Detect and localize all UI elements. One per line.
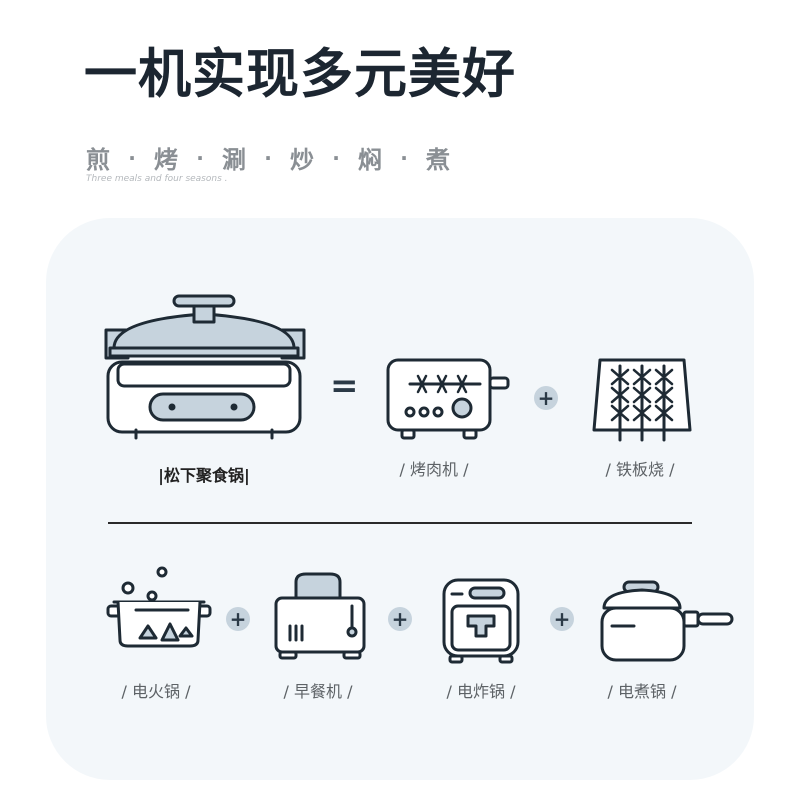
english-subtitle: Three meals and four seasons . [86, 174, 228, 184]
method-separator: · [264, 145, 272, 170]
equals-sign: = [330, 366, 359, 406]
air-fryer-label: / 电炸锅 / [446, 682, 516, 701]
method-boil: 煮 [426, 146, 450, 174]
method-fry: 煎 [86, 146, 110, 174]
method-braise: 焖 [358, 146, 382, 174]
air-fryer-icon [442, 578, 520, 664]
teppanyaki-label: / 铁板烧 / [605, 460, 675, 479]
cooking-methods: 煎 · 烤 · 涮 · 炒 · 焖 · 煮 [84, 140, 452, 175]
toaster-icon [274, 572, 366, 660]
plus-icon: + [550, 607, 574, 631]
method-separator: · [196, 145, 204, 170]
main-product-label: |松下聚食锅| [158, 466, 250, 485]
saucepan-icon [600, 580, 734, 662]
multi-cooker-icon [104, 294, 306, 440]
plus-icon: + [226, 607, 250, 631]
grill-label: / 烤肉机 / [399, 460, 469, 479]
grill-icon [386, 358, 510, 440]
page-title: 一机实现多元美好 [84, 44, 516, 105]
hotpot-icon [106, 566, 212, 648]
skewer-grill-icon [592, 358, 692, 442]
toaster-label: / 早餐机 / [283, 682, 353, 701]
method-separator: · [128, 145, 136, 170]
hotpot-label: / 电火锅 / [121, 682, 191, 701]
method-separator: · [332, 145, 340, 170]
method-separator: · [400, 145, 408, 170]
saucepan-label: / 电煮锅 / [607, 682, 677, 701]
plus-icon: + [534, 386, 558, 410]
section-divider [108, 522, 692, 524]
method-rinse: 涮 [222, 146, 246, 174]
method-roast: 烤 [154, 146, 178, 174]
method-stirfry: 炒 [290, 146, 314, 174]
feature-panel [46, 218, 754, 780]
plus-icon: + [388, 607, 412, 631]
